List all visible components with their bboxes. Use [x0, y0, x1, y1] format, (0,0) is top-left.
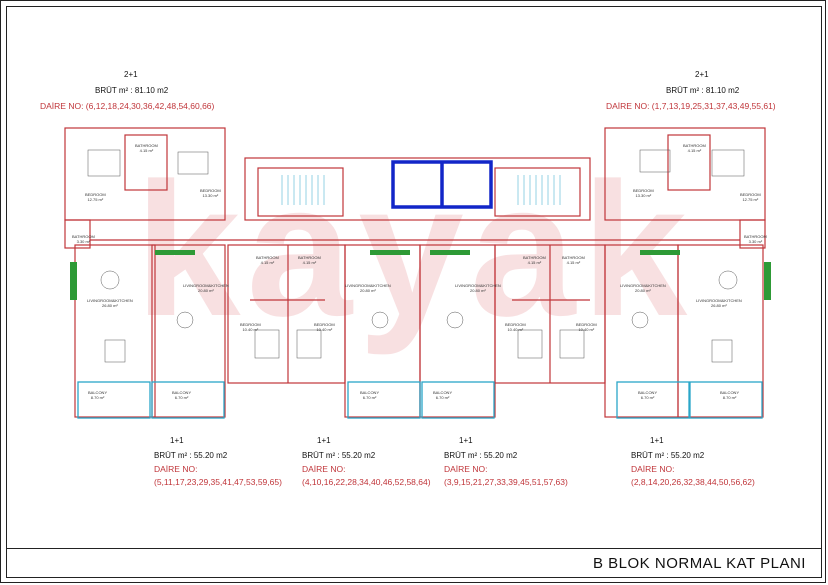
unit-type-left-2plus1: 2+1 [124, 70, 138, 79]
area-1plus1-c: BRÜT m² : 55.20 m2 [444, 451, 518, 460]
drawing-border [6, 6, 822, 578]
title-block [6, 548, 822, 579]
area-left-2plus1: BRÜT m² : 81.10 m2 [95, 86, 169, 95]
area-1plus1-a: BRÜT m² : 55.20 m2 [154, 451, 228, 460]
area-right-2plus1: BRÜT m² : 81.10 m2 [666, 86, 740, 95]
daire-list-1plus1-b: (4,10,16,22,28,34,40,46,52,58,64) [302, 477, 431, 487]
unit-type-1plus1-b: 1+1 [317, 436, 331, 445]
daire-no-right-2plus1: DAİRE NO: (1,7,13,19,25,31,37,43,49,55,6… [606, 101, 776, 111]
unit-type-right-2plus1: 2+1 [695, 70, 709, 79]
daire-label-1plus1-c: DAİRE NO: [444, 464, 488, 474]
daire-list-1plus1-a: (5,11,17,23,29,35,41,47,53,59,65) [154, 477, 282, 487]
area-1plus1-b: BRÜT m² : 55.20 m2 [302, 451, 376, 460]
area-1plus1-d: BRÜT m² : 55.20 m2 [631, 451, 705, 460]
unit-type-1plus1-a: 1+1 [170, 436, 184, 445]
unit-type-1plus1-c: 1+1 [459, 436, 473, 445]
unit-type-1plus1-d: 1+1 [650, 436, 664, 445]
plan-title: B BLOK NORMAL KAT PLANI [593, 555, 806, 572]
daire-label-1plus1-b: DAİRE NO: [302, 464, 346, 474]
daire-list-1plus1-d: (2,8,14,20,26,32,38,44,50,56,62) [631, 477, 755, 487]
daire-label-1plus1-a: DAİRE NO: [154, 464, 198, 474]
daire-list-1plus1-c: (3,9,15,21,27,33,39,45,51,57,63) [444, 477, 568, 487]
daire-label-1plus1-d: DAİRE NO: [631, 464, 675, 474]
watermark-text: kayak [135, 144, 693, 356]
daire-no-left-2plus1: DAİRE NO: (6,12,18,24,30,36,42,48,54,60,… [40, 101, 215, 111]
